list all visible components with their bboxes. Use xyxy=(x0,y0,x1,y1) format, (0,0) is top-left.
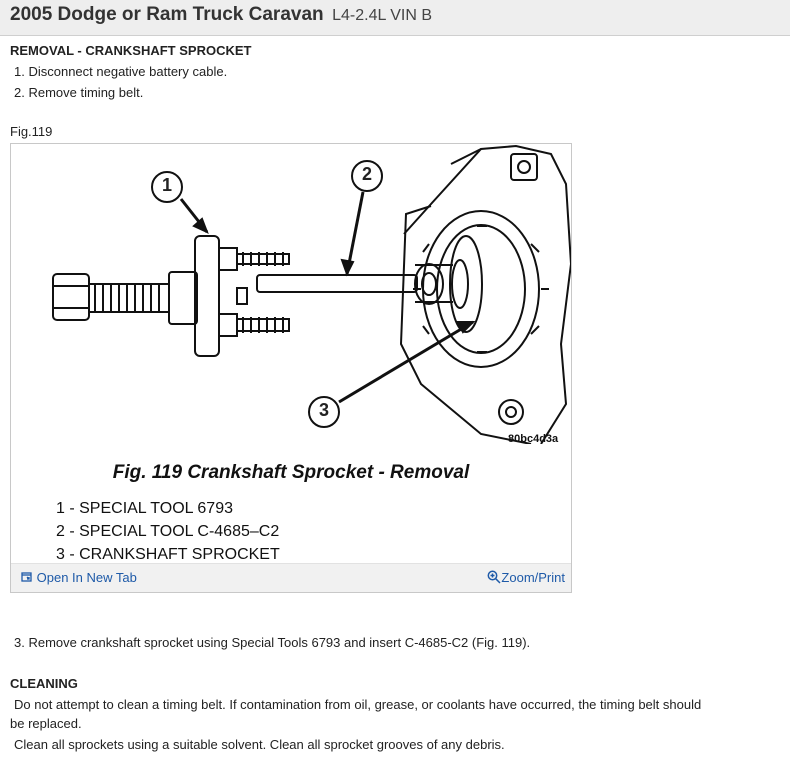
legend-item-1: 1 - SPECIAL TOOL 6793 xyxy=(56,500,233,517)
zoom-print-label: Zoom/Print xyxy=(501,570,565,585)
open-in-new-tab-button[interactable]: Open In New Tab xyxy=(21,570,137,586)
open-in-new-tab-label: Open In New Tab xyxy=(36,570,137,585)
removal-step-1: 1. Disconnect negative battery cable. xyxy=(14,64,228,79)
removal-step-2: 2. Remove timing belt. xyxy=(14,85,144,100)
callout-3-label: 3 xyxy=(318,400,329,420)
figure-label: Fig.119 xyxy=(10,124,53,139)
cleaning-heading: CLEANING xyxy=(10,676,78,691)
crankshaft-sprocket-diagram xyxy=(52,144,571,444)
callout-2-label: 2 xyxy=(361,164,372,184)
removal-heading: REMOVAL - CRANKSHAFT SPROCKET xyxy=(10,43,252,58)
figure-container: 1 2 3 80bc4d3a Fig. 119 Crankshaft Sproc… xyxy=(10,143,572,593)
page-header: 2005 Dodge or Ram Truck Caravan L4-2.4L … xyxy=(0,0,790,36)
figure-id-code: 80bc4d3a xyxy=(508,433,559,445)
cleaning-line-1: Do not attempt to clean a timing belt. I… xyxy=(14,697,702,712)
callout-1-label: 1 xyxy=(161,175,172,195)
magnifier-icon xyxy=(487,570,501,587)
removal-step-3: 3. Remove crankshaft sprocket using Spec… xyxy=(14,635,531,650)
legend-item-3: 3 - CRANKSHAFT SPROCKET xyxy=(56,546,280,563)
cleaning-line-2: be replaced. xyxy=(10,716,82,731)
legend-item-2: 2 - SPECIAL TOOL C-4685–C2 xyxy=(56,523,280,540)
page-title: 2005 Dodge or Ram Truck Caravan xyxy=(10,4,324,25)
page-subtitle: L4-2.4L VIN B xyxy=(332,7,432,24)
figure-caption: Fig. 119 Crankshaft Sprocket - Removal xyxy=(112,462,470,483)
figure-toolbar: Open In New Tab Zoom/Print xyxy=(11,563,571,592)
zoom-print-button[interactable]: Zoom/Print xyxy=(487,570,565,587)
open-new-tab-icon xyxy=(21,571,33,586)
cleaning-line-3: Clean all sprockets using a suitable sol… xyxy=(14,737,505,752)
